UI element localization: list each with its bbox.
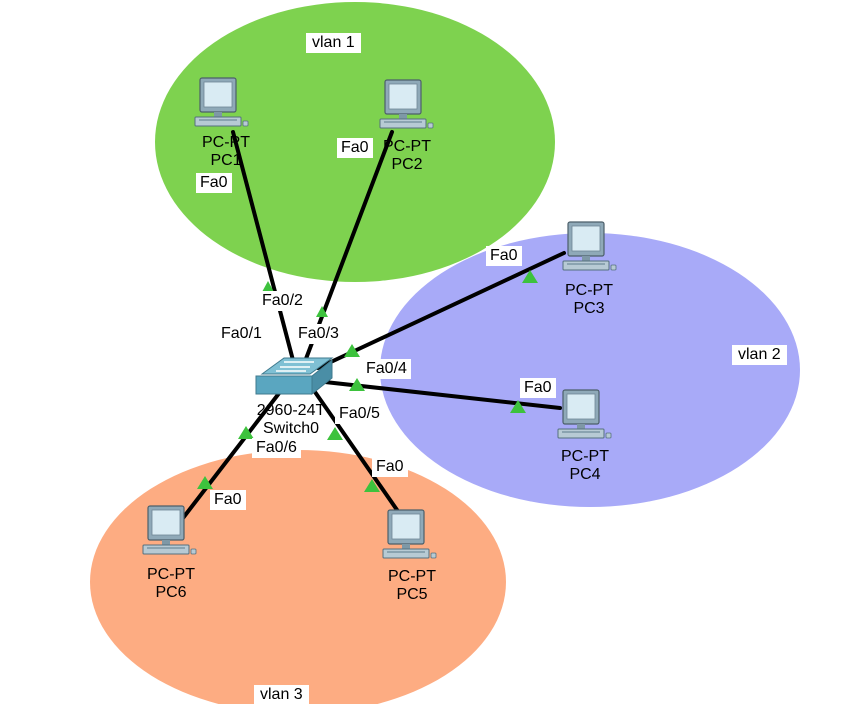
- pc5-name: PC5: [396, 586, 428, 603]
- pc6-model: PC-PT: [147, 566, 195, 583]
- switch-name: Switch0: [262, 420, 320, 437]
- switch-port-fa0-4-label: Fa0/4: [362, 359, 411, 379]
- link-indicator-pc2-switch: [316, 306, 328, 317]
- switch-icon[interactable]: [255, 357, 334, 396]
- pc6-name: PC6: [155, 584, 187, 601]
- pc4-label: PC-PT PC4: [561, 448, 609, 484]
- switch-label: 2960-24T Switch0: [257, 402, 326, 438]
- pc1-model: PC-PT: [202, 134, 250, 151]
- pc2-label: PC-PT PC2: [383, 138, 431, 174]
- link-pc4-switch: [323, 380, 562, 410]
- link-indicator-pc4-switch: [349, 378, 365, 391]
- pc3-model: PC-PT: [565, 282, 613, 299]
- link-pc5-switch: [313, 390, 406, 522]
- link-indicator-pc5-pc: [364, 479, 380, 492]
- link-pc6-switch: [181, 390, 282, 520]
- vlan2-zone: [380, 233, 800, 507]
- pc4-name: PC4: [569, 466, 601, 483]
- pc1-port-label: Fa0: [196, 173, 232, 193]
- pc6-port-label: Fa0: [210, 490, 246, 510]
- vlan2-label: vlan 2: [732, 345, 787, 365]
- vlan1-label: vlan 1: [306, 33, 361, 53]
- vlan3-label: vlan 3: [254, 685, 309, 705]
- link-indicator-pc6-pc: [197, 476, 213, 489]
- pc5-port-label: Fa0: [372, 457, 408, 477]
- pc4-model: PC-PT: [561, 448, 609, 465]
- link-indicator-pc4-pc: [510, 400, 526, 413]
- pc1-name: PC1: [210, 152, 242, 169]
- pc6-label: PC-PT PC6: [147, 566, 195, 602]
- pc1-label: PC-PT PC1: [202, 134, 250, 170]
- link-indicator-pc3-switch: [344, 344, 360, 357]
- pc2-name: PC2: [391, 156, 423, 173]
- link-indicator-pc3-pc: [522, 270, 538, 283]
- link-indicator-pc6-switch: [238, 426, 254, 439]
- pc4-port-label: Fa0: [520, 378, 556, 398]
- switch-port-fa0-5-label: Fa0/5: [335, 404, 384, 424]
- link-pc3-switch: [316, 251, 566, 370]
- pc3-label: PC-PT PC3: [565, 282, 613, 318]
- switch-port-fa0-1-label: Fa0/1: [217, 324, 266, 344]
- pc3-port-label: Fa0: [486, 246, 522, 266]
- pc2-model: PC-PT: [383, 138, 431, 155]
- pc5-label: PC-PT PC5: [388, 568, 436, 604]
- switch-model: 2960-24T: [256, 402, 326, 419]
- link-pc1-switch: [231, 130, 296, 366]
- switch-port-fa0-3-label: Fa0/3: [294, 324, 343, 344]
- link-indicator-pc1-switch: [262, 281, 274, 292]
- pc3-name: PC3: [573, 300, 605, 317]
- pc2-port-label: Fa0: [337, 138, 373, 158]
- link-indicator-pc5-switch: [327, 427, 343, 440]
- switch-port-fa0-6-label: Fa0/6: [252, 438, 301, 458]
- switch-port-fa0-2-label: Fa0/2: [258, 291, 307, 311]
- pc5-model: PC-PT: [388, 568, 436, 585]
